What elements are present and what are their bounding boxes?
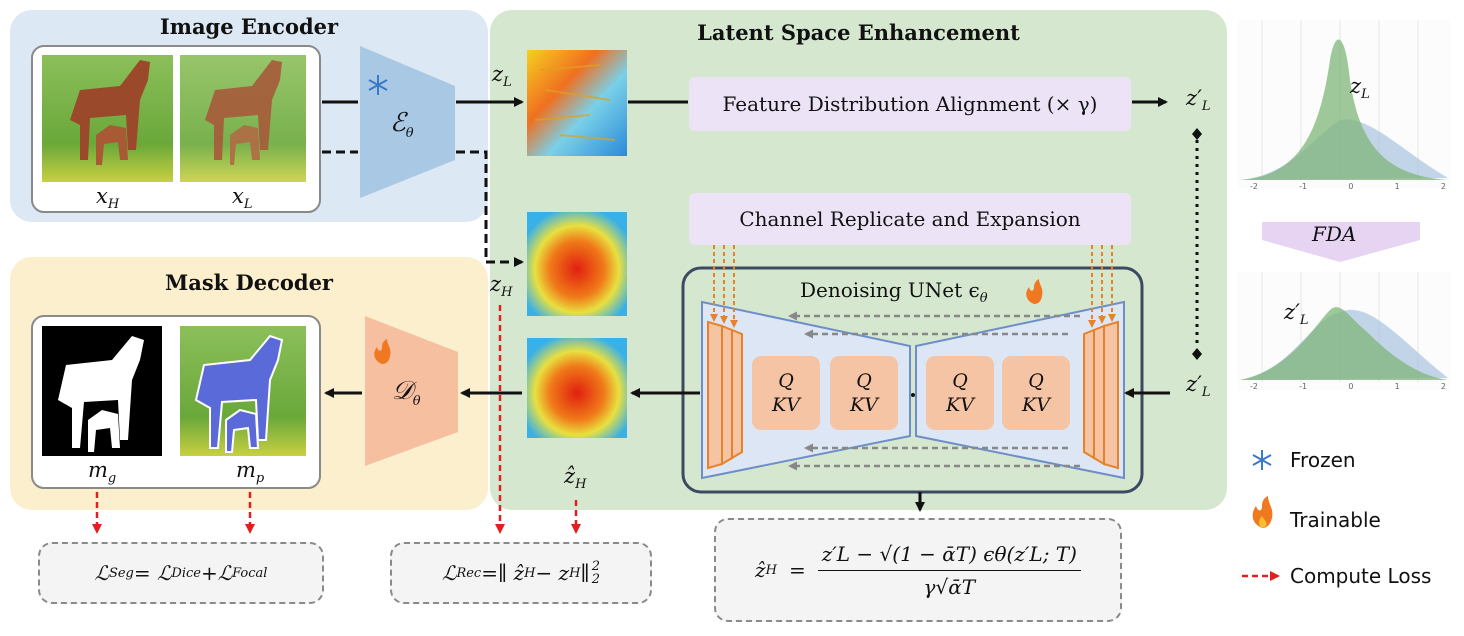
zhat-h-label: ẑH (564, 464, 587, 493)
cre-label: Channel Replicate and Expansion (739, 207, 1081, 231)
unet-title: Denoising UNet ϵθ (800, 278, 988, 306)
photo-x-h (42, 55, 173, 182)
x-l-label: xL (232, 184, 253, 213)
fda-label: Feature Distribution Alignment (× γ) (722, 92, 1098, 116)
image-encoder-title: Image Encoder (159, 14, 339, 39)
legend-snowflake-icon (1252, 450, 1272, 470)
formula-numerator: z′L − √(1 − ᾱT) ϵθ(z′L; T) (817, 542, 1081, 571)
legend-compute-loss: Compute Loss (1290, 564, 1432, 588)
x-h-label: xH (96, 184, 120, 213)
heatmap-zhat-h (527, 338, 627, 438)
unet-left-layers (707, 320, 743, 470)
unet-right-layers (1083, 320, 1119, 470)
encoder-label: ℰθ (390, 108, 414, 142)
heatmap-z-h (527, 212, 627, 316)
z-l-label: zL (492, 62, 512, 91)
cre-box (689, 193, 1131, 245)
unet-flame-icon (1026, 279, 1043, 304)
distribution-bottom (1238, 272, 1450, 390)
decoder-label: 𝒟θ (392, 376, 421, 410)
decoder-flame-icon (374, 339, 391, 364)
distribution-top (1238, 20, 1450, 188)
m-p-label: mp (236, 458, 265, 487)
legend-flame-icon (1252, 496, 1273, 528)
encoder-snowflake-icon (368, 75, 388, 95)
formula-denominator: γ√ᾱT (923, 574, 976, 599)
dist-bottom-label: z′L (1284, 300, 1309, 329)
latent-space-title: Latent Space Enhancement (697, 20, 1020, 45)
photo-x-l (180, 55, 306, 182)
z-l-prime-top-label: z′L (1186, 86, 1211, 115)
legend-frozen: Frozen (1290, 448, 1356, 472)
z-l-prime-bottom-label: z′L (1186, 372, 1211, 401)
dist-top-label: zL (1350, 74, 1370, 103)
fda-down-arrow (1262, 222, 1420, 262)
encoder-block (360, 46, 455, 198)
legend-trainable: Trainable (1290, 508, 1381, 532)
m-g-label: mg (88, 458, 117, 487)
unet-frame (681, 266, 1144, 494)
z-h-label: zH (490, 272, 513, 301)
mask-decoder-title: Mask Decoder (164, 270, 333, 295)
fda-box (689, 77, 1131, 131)
fda-arrow-label: FDA (1312, 222, 1357, 246)
